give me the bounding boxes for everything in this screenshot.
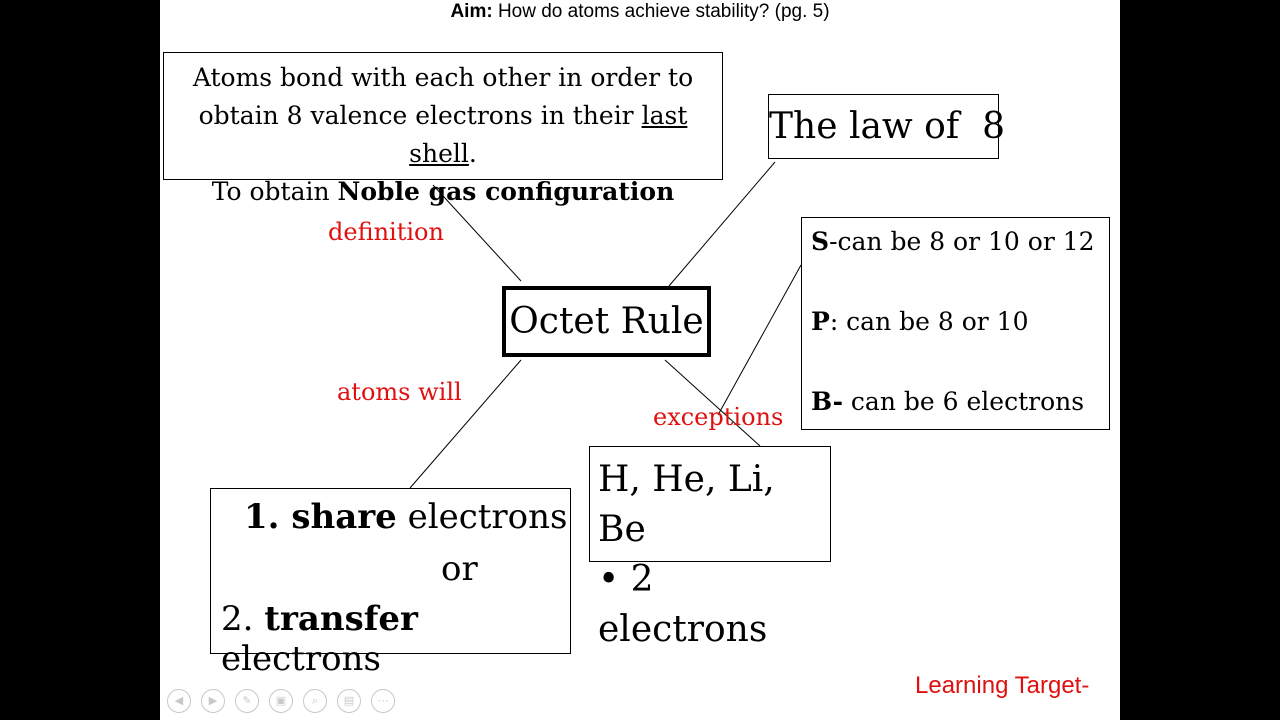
definition-line-2: obtain 8 valence electrons in their last… [198,101,688,168]
prev-icon[interactable]: ◀ [167,689,191,713]
definition-line-1: Atoms bond with each other in order to [192,63,694,92]
next-icon[interactable]: ▶ [201,689,225,713]
exception-b: B- can be 6 electrons [811,387,1085,416]
definition-line-3: To obtain Noble gas configuration [211,177,675,206]
last-shell-text: last shell [409,101,688,168]
aim-label: Aim: [450,1,493,22]
aim-heading: Aim: How do atoms achieve stability? (pg… [160,1,1120,23]
small-atoms-box: H, He, Li, Be • 2 electrons [589,446,831,650]
subtitles-icon[interactable]: ▤ [337,689,361,713]
connector-definition [432,184,522,282]
connector-lines [409,161,802,489]
label-atoms-will: atoms will [337,378,462,406]
transfer-line: 2. transfer electrons [221,599,418,679]
small-atoms-rule: • 2 electrons [598,559,768,650]
aim-text: How do atoms achieve stability? (pg. 5) [497,1,830,22]
exception-s: S-can be 8 or 10 or 12 [811,227,1095,256]
label-exceptions: exceptions [653,403,784,431]
exceptions-box: S-can be 8 or 10 or 12 P: can be 8 or 10… [801,217,1110,430]
label-definition: definition [328,218,444,246]
pen-icon[interactable]: ✎ [235,689,259,713]
slides-icon[interactable]: ▣ [269,689,293,713]
connector-exceptions [717,264,802,416]
noble-gas-text: Noble gas configuration [337,177,675,206]
definition-box: Atoms bond with each other in order to o… [163,52,723,206]
slide: Aim: How do atoms achieve stability? (pg… [160,0,1120,720]
or-line: or [441,549,478,589]
exception-p: P: can be 8 or 10 [811,307,1029,336]
more-icon[interactable]: ⋯ [371,689,395,713]
atoms-will-box: 1. share electrons or 2. transfer electr… [210,488,571,679]
octet-rule-box: Octet Rule [502,286,711,357]
connector-atoms-will [409,359,522,489]
share-line: 1. share electrons [244,497,568,537]
small-atoms-list: H, He, Li, Be [598,459,775,550]
zoom-icon[interactable]: ⌕ [303,689,327,713]
law-box: The law of 8 [768,94,1005,159]
connector-law [668,161,776,287]
connector-small-atoms [664,359,761,447]
learning-target: Learning Target- [915,672,1090,699]
